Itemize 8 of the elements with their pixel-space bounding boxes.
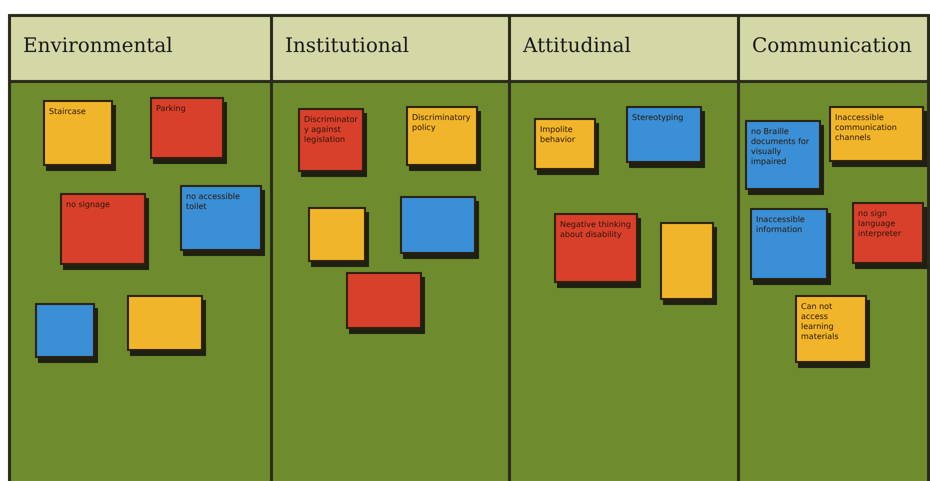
column-heading: Attitudinal [511, 17, 737, 83]
board-column [273, 17, 511, 481]
column-heading: Communication [740, 17, 927, 83]
board-column [11, 17, 273, 481]
board-column [740, 17, 930, 481]
column-heading: Environmental [11, 17, 270, 83]
board-column [511, 17, 740, 481]
column-heading: Institutional [273, 17, 508, 83]
